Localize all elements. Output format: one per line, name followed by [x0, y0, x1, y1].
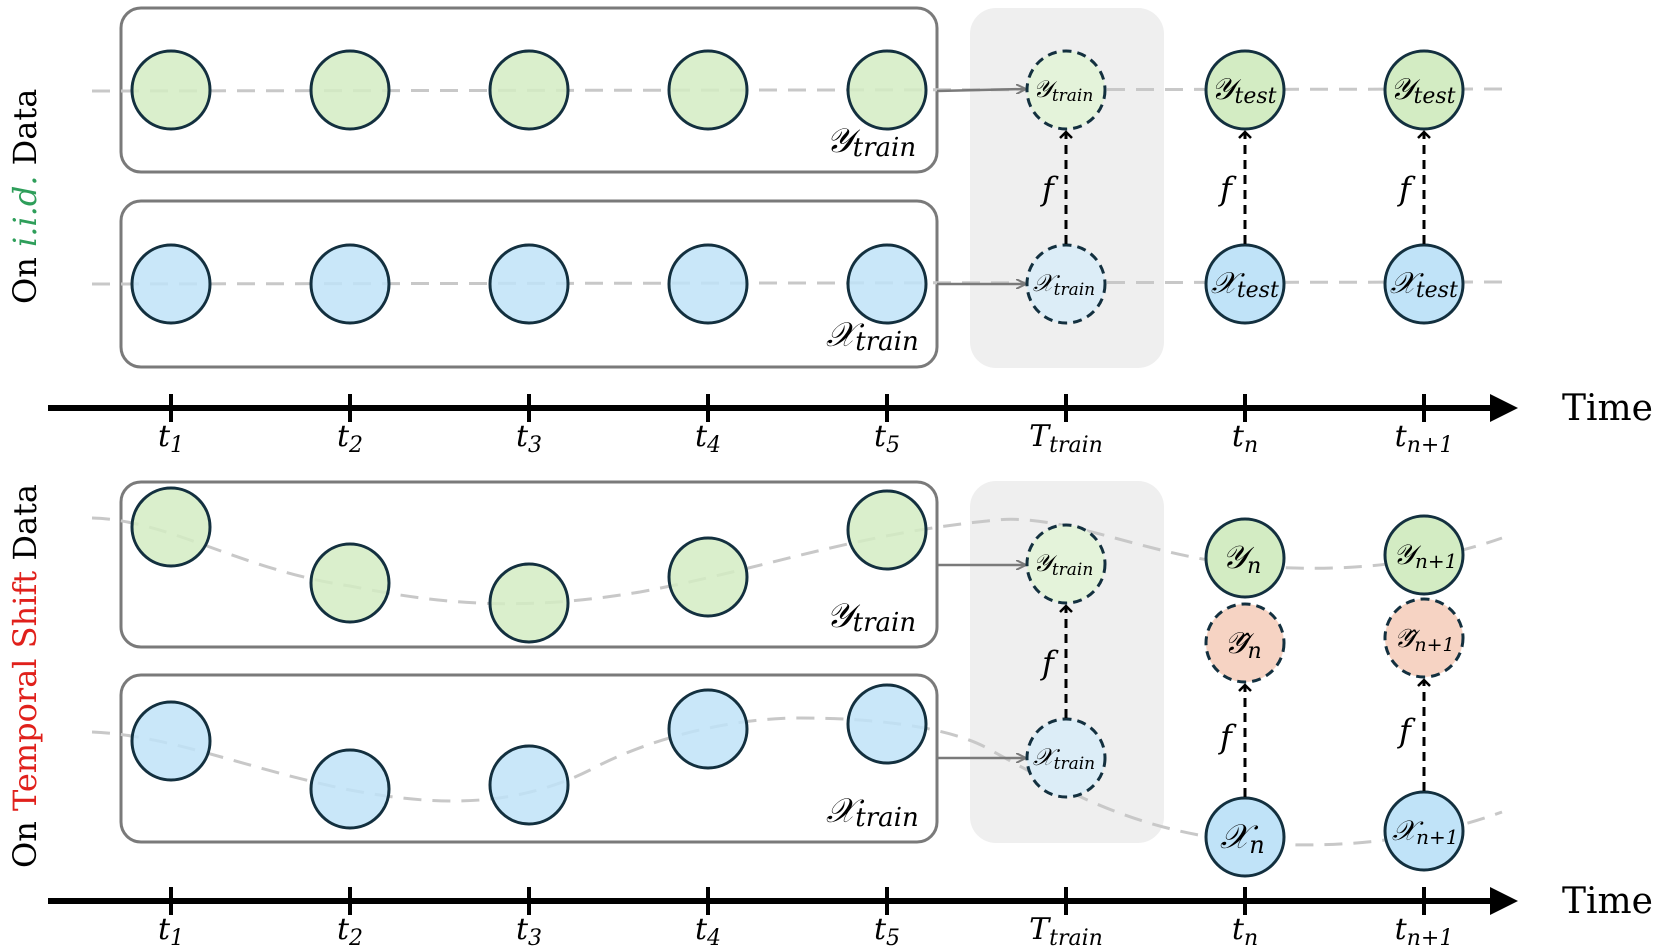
axis-tick-label: t5 — [874, 419, 900, 458]
f-label: f — [1218, 718, 1237, 756]
axis-tick-label: Ttrain — [1029, 912, 1103, 951]
y-hat-n1-label: 𝒴̂n+1 — [1394, 624, 1455, 656]
axis-arrowhead — [1490, 887, 1518, 915]
x-node — [667, 688, 749, 770]
shift-side-label: On Temporal Shift Data — [6, 484, 44, 868]
y-node — [130, 49, 212, 131]
iid-x-nodes — [130, 243, 928, 325]
y-test-node — [1383, 49, 1465, 131]
axis-tick-label: t3 — [516, 419, 542, 458]
axis-tick-label: tn+1 — [1395, 419, 1454, 458]
y-node — [130, 486, 212, 568]
axis-label: Time — [1562, 388, 1653, 429]
temporal-shift-panel: 𝒴train 𝒳train 𝒴train 𝒳train 𝒴n 𝒴n+1 𝒴̂ — [6, 480, 1503, 878]
x-train-node — [1025, 717, 1107, 799]
y-node — [667, 536, 749, 618]
x-n-node — [1204, 796, 1286, 878]
y-train-node — [1025, 49, 1107, 131]
axis-tick-label: Ttrain — [1029, 419, 1103, 458]
axis-tick-label: tn — [1232, 912, 1258, 951]
iid-side-label: On i.i.d. Data — [6, 89, 44, 304]
y-n1-node — [1383, 514, 1465, 596]
y-n1-label: 𝒴n+1 — [1393, 538, 1457, 573]
y-node — [846, 489, 928, 571]
iid-x-trend-line — [91, 280, 1503, 286]
x-node — [667, 243, 749, 325]
x-node — [309, 748, 391, 830]
shift-x-nodes — [130, 683, 928, 830]
x-node — [130, 243, 212, 325]
x-node — [846, 683, 928, 765]
train-time-panel — [970, 8, 1164, 368]
x-node — [846, 243, 928, 325]
axis-tick-label: t3 — [516, 912, 542, 951]
y-hat-n-node — [1204, 602, 1286, 684]
axis-tick-label: t5 — [874, 912, 900, 951]
time-axis-bottom: Time t1 t2 t3 t4 t5 Ttrain tn tn+1 — [48, 881, 1653, 951]
f-label: f — [1218, 170, 1237, 208]
axis-ticks: t1 t2 t3 t4 t5 Ttrain tn tn+1 — [158, 887, 1453, 951]
x-node — [130, 700, 212, 782]
x-n1-node — [1383, 790, 1465, 872]
shift-y-nodes — [130, 486, 928, 644]
axis-tick-label: t2 — [337, 912, 363, 951]
axis-arrowhead — [1490, 394, 1518, 422]
y-n-node — [1204, 517, 1286, 599]
axis-tick-label: t1 — [158, 419, 184, 458]
time-axis-top: Time t1 t2 t3 t4 t5 Ttrain tn tn+1 — [48, 388, 1653, 458]
y-hat-n1-node — [1383, 597, 1465, 679]
x-set-label: 𝒳train — [826, 315, 919, 357]
axis-tick-label: tn — [1232, 419, 1258, 458]
y-test-node — [1204, 49, 1286, 131]
y-node — [846, 49, 928, 131]
y-node — [488, 49, 570, 131]
iid-y-nodes — [130, 49, 928, 131]
x-set-label: 𝒳train — [826, 791, 919, 833]
y-node — [667, 49, 749, 131]
axis-tick-label: tn+1 — [1395, 912, 1454, 951]
iid-panel: 𝒴train 𝒳train 𝒴train 𝒳train 𝒴test 𝒴test — [6, 6, 1503, 369]
x-node — [488, 744, 570, 826]
y-train-arrow — [936, 89, 1025, 91]
shift-x-trend-line — [91, 716, 1503, 847]
y-train-node — [1025, 523, 1107, 605]
y-node — [488, 562, 570, 644]
y-hat-n-label: 𝒴̂n — [1224, 626, 1262, 664]
axis-label: Time — [1562, 881, 1653, 922]
f-label: f — [1397, 712, 1416, 750]
y-node — [309, 542, 391, 624]
axis-tick-label: t1 — [158, 912, 184, 951]
y-node — [309, 49, 391, 131]
x-node — [309, 243, 391, 325]
x-node — [488, 243, 570, 325]
axis-tick-label: t4 — [695, 419, 721, 458]
axis-tick-label: t4 — [695, 912, 721, 951]
axis-tick-label: t2 — [337, 419, 363, 458]
f-label: f — [1397, 170, 1416, 208]
x-test-label: 𝒳test — [1390, 266, 1458, 303]
shift-y-trend-line — [91, 516, 1503, 606]
x-train-node — [1025, 243, 1107, 325]
iid-y-trend-line — [91, 87, 1503, 93]
x-test-node — [1204, 243, 1286, 325]
train-time-panel — [970, 481, 1164, 843]
x-test-node — [1383, 243, 1465, 325]
x-n1-label: 𝒳n+1 — [1392, 814, 1458, 849]
axis-ticks: t1 t2 t3 t4 t5 Ttrain tn tn+1 — [158, 394, 1453, 458]
y-set-label: 𝒴train — [826, 596, 916, 638]
